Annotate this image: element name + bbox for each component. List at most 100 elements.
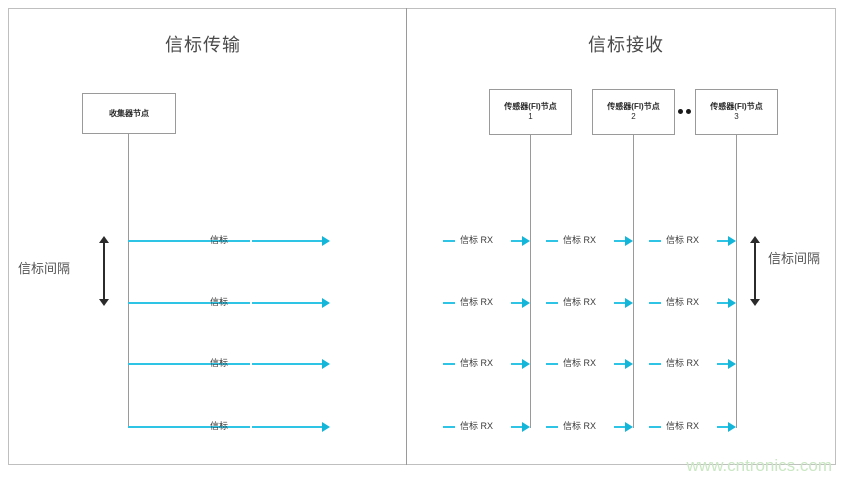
rx-label: 信标 RX [563,235,597,245]
site-watermark: www.cntronics.com [686,456,832,475]
left-beacon-interval-label: 信标间隔 [18,262,71,277]
collector-node-label: 收集器节点 [109,108,149,118]
beacon-row: 信标 [128,358,333,370]
collector-timeline [128,134,129,428]
left-beacon-interval-arrow [99,236,109,306]
rx-dash-icon [649,302,661,304]
beacon-arrowhead-icon [322,236,330,246]
rx-arrowhead-icon [522,422,530,432]
rx-group: 信标 RX [546,297,633,309]
sensor-timeline-1 [530,135,531,428]
rx-label: 信标 RX [666,421,700,431]
beacon-label: 信标 [210,297,229,307]
sensor-node-label: 传感器(FI)节点 [504,102,557,111]
sensor-timeline-2 [633,135,634,428]
rx-arrowhead-icon [625,236,633,246]
collector-node-box: 收集器节点 [82,93,176,134]
right-panel-title: 信标接收 [588,35,664,56]
arrow-stem [103,242,105,300]
diagram-frame [8,8,836,465]
beacon-arrowhead-icon [322,298,330,308]
rx-label: 信标 RX [666,358,700,368]
rx-line-segment [614,240,625,242]
panel-divider [406,8,407,465]
rx-label: 信标 RX [563,358,597,368]
rx-label: 信标 RX [563,421,597,431]
rx-dash-icon [443,426,455,428]
rx-dash-icon [443,363,455,365]
beacon-row: 信标 [128,421,333,433]
rx-line-segment [717,426,728,428]
rx-arrowhead-icon [728,359,736,369]
beacon-row: 信标 [128,297,333,309]
beacon-arrowhead-icon [322,359,330,369]
rx-dash-icon [443,240,455,242]
rx-dash-icon [443,302,455,304]
rx-label: 信标 RX [666,235,700,245]
beacon-arrowhead-icon [322,422,330,432]
rx-arrowhead-icon [728,236,736,246]
sensor-node-label: 传感器(FI)节点 [607,102,660,111]
sensor-node-index: 1 [528,112,533,121]
rx-group: 信标 RX [649,358,736,370]
rx-line-segment [614,302,625,304]
rx-line-segment [511,363,522,365]
rx-arrowhead-icon [625,298,633,308]
rx-dash-icon [649,363,661,365]
sensor-node-label: 传感器(FI)节点 [710,102,763,111]
beacon-line-segment [252,302,322,304]
rx-arrowhead-icon [625,359,633,369]
beacon-line-segment [128,302,250,304]
arrow-down-icon [750,299,760,306]
rx-group: 信标 RX [546,235,633,247]
beacon-line-segment [252,426,322,428]
rx-line-segment [717,363,728,365]
rx-group: 信标 RX [443,421,530,433]
beacon-line-segment [128,240,250,242]
arrow-up-icon [99,236,109,243]
rx-label: 信标 RX [563,297,597,307]
beacon-label: 信标 [210,235,229,245]
beacon-line-segment [252,240,322,242]
rx-group: 信标 RX [546,358,633,370]
sensor-node-box-2: 传感器(FI)节点 2 [592,89,675,135]
rx-dash-icon [649,426,661,428]
rx-label: 信标 RX [460,358,494,368]
rx-group: 信标 RX [649,421,736,433]
arrow-stem [754,242,756,300]
rx-line-segment [511,426,522,428]
rx-arrowhead-icon [625,422,633,432]
arrow-down-icon [99,299,109,306]
sensor-timeline-3 [736,135,737,428]
rx-line-segment [717,302,728,304]
beacon-line-segment [252,363,322,365]
rx-label: 信标 RX [460,421,494,431]
rx-dash-icon [546,363,558,365]
sensor-node-box-1: 传感器(FI)节点 1 [489,89,572,135]
rx-arrowhead-icon [522,236,530,246]
beacon-row: 信标 [128,235,333,247]
rx-dash-icon [546,426,558,428]
sensor-node-box-3: 传感器(FI)节点 3 [695,89,778,135]
right-beacon-interval-label: 信标间隔 [768,252,821,267]
rx-line-segment [511,240,522,242]
rx-label: 信标 RX [460,297,494,307]
arrow-up-icon [750,236,760,243]
sensor-node-index: 2 [631,112,636,121]
rx-dash-icon [649,240,661,242]
rx-group: 信标 RX [443,358,530,370]
rx-group: 信标 RX [443,297,530,309]
beacon-line-segment [128,363,250,365]
rx-line-segment [614,363,625,365]
rx-arrowhead-icon [522,298,530,308]
ellipsis-dots-icon [678,109,691,114]
rx-group: 信标 RX [649,235,736,247]
rx-arrowhead-icon [728,422,736,432]
rx-line-segment [614,426,625,428]
rx-label: 信标 RX [460,235,494,245]
rx-group: 信标 RX [546,421,633,433]
rx-dash-icon [546,302,558,304]
rx-dash-icon [546,240,558,242]
rx-line-segment [511,302,522,304]
beacon-label: 信标 [210,421,229,431]
